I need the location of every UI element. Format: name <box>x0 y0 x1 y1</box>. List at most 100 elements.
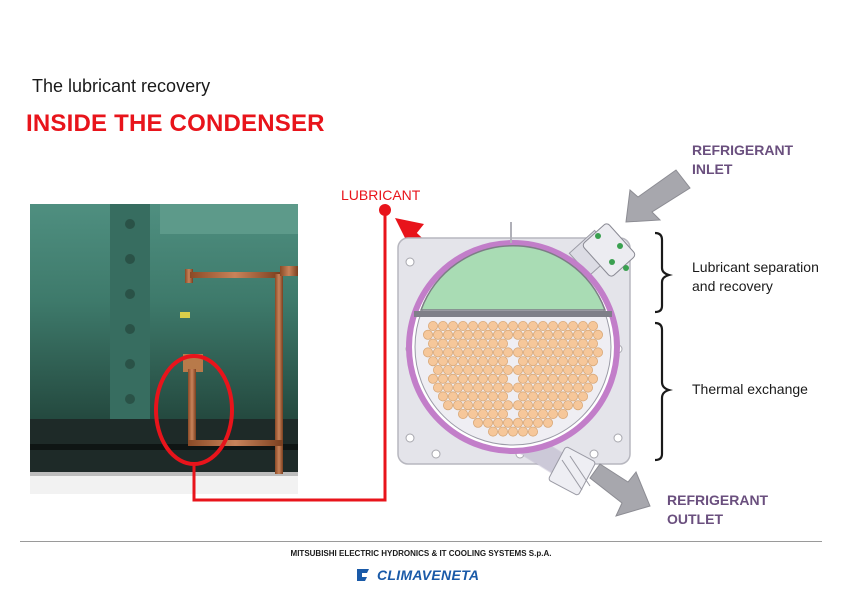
tube <box>583 382 594 393</box>
tube <box>452 400 463 411</box>
tube <box>568 391 579 402</box>
brand-mark-icon <box>357 569 369 581</box>
tube <box>523 382 534 393</box>
footer-divider <box>20 541 822 542</box>
tube <box>487 373 498 384</box>
tube <box>497 408 508 419</box>
tube <box>487 391 498 402</box>
tube <box>507 320 518 331</box>
tube <box>487 338 498 349</box>
tube <box>447 320 458 331</box>
tube <box>548 356 559 367</box>
tube <box>427 373 438 384</box>
tube-bundle <box>422 320 604 437</box>
lubricant-separation-zone <box>419 245 607 311</box>
tube <box>533 329 544 340</box>
tube <box>487 408 498 419</box>
tube <box>528 338 539 349</box>
tube <box>553 347 564 358</box>
tube <box>462 382 473 393</box>
lubricant-endpoint <box>379 204 391 216</box>
tube <box>543 329 554 340</box>
tube <box>457 408 468 419</box>
tube <box>578 320 589 331</box>
outlet-label-line2: OUTLET <box>667 511 723 527</box>
tube <box>497 391 508 402</box>
tube <box>513 400 524 411</box>
tube <box>593 329 604 340</box>
tube <box>447 373 458 384</box>
tube <box>558 391 569 402</box>
tube <box>573 400 584 411</box>
tube <box>482 417 493 428</box>
tube <box>568 356 579 367</box>
thermal-exchange-label: Thermal exchange <box>692 381 808 397</box>
inlet-label-line2: INLET <box>692 161 733 177</box>
tube <box>528 373 539 384</box>
tube <box>477 373 488 384</box>
tube <box>593 347 604 358</box>
tube <box>528 408 539 419</box>
tube <box>528 391 539 402</box>
tube <box>477 391 488 402</box>
tube <box>427 320 438 331</box>
tube <box>533 347 544 358</box>
tube <box>497 338 508 349</box>
thermal-bracket <box>654 321 673 462</box>
tube <box>568 338 579 349</box>
tube <box>543 417 554 428</box>
tube <box>543 364 554 375</box>
tube <box>492 400 503 411</box>
tube <box>538 373 549 384</box>
tube <box>452 364 463 375</box>
tube <box>502 347 513 358</box>
inlet-label-line1: REFRIGERANT <box>692 142 794 158</box>
tube <box>583 347 594 358</box>
tube <box>533 400 544 411</box>
tube <box>553 400 564 411</box>
tube <box>492 347 503 358</box>
tube <box>497 356 508 367</box>
tube <box>462 364 473 375</box>
tube <box>467 356 478 367</box>
tube <box>472 347 483 358</box>
tube <box>553 382 564 393</box>
tube <box>578 391 589 402</box>
tube <box>553 364 564 375</box>
tube <box>533 382 544 393</box>
tube <box>518 391 529 402</box>
tube <box>477 356 488 367</box>
tube <box>432 347 443 358</box>
tube <box>513 417 524 428</box>
tube <box>513 364 524 375</box>
slide-subtitle: The lubricant recovery <box>32 76 211 96</box>
refrigerant-inlet-label: REFRIGERANT INLET <box>692 141 793 179</box>
tube <box>548 320 559 331</box>
tube <box>563 329 574 340</box>
tube <box>447 338 458 349</box>
separation-label: Lubricant separation and recovery <box>692 258 819 296</box>
tube <box>548 391 559 402</box>
tube <box>518 356 529 367</box>
tube <box>548 373 559 384</box>
tube <box>497 373 508 384</box>
tube <box>477 338 488 349</box>
tube <box>457 338 468 349</box>
tube <box>543 347 554 358</box>
tube <box>523 364 534 375</box>
tube <box>492 382 503 393</box>
separation-label-line1: Lubricant separation <box>692 259 819 275</box>
tube <box>563 400 574 411</box>
tube <box>482 382 493 393</box>
tube <box>518 408 529 419</box>
tube <box>437 391 448 402</box>
tube <box>457 320 468 331</box>
tube <box>432 382 443 393</box>
tube <box>528 320 539 331</box>
slide-title: INSIDE THE CONDENSER <box>26 110 325 137</box>
tube <box>573 347 584 358</box>
tube <box>533 364 544 375</box>
tube <box>523 417 534 428</box>
tube <box>482 364 493 375</box>
tube <box>523 329 534 340</box>
